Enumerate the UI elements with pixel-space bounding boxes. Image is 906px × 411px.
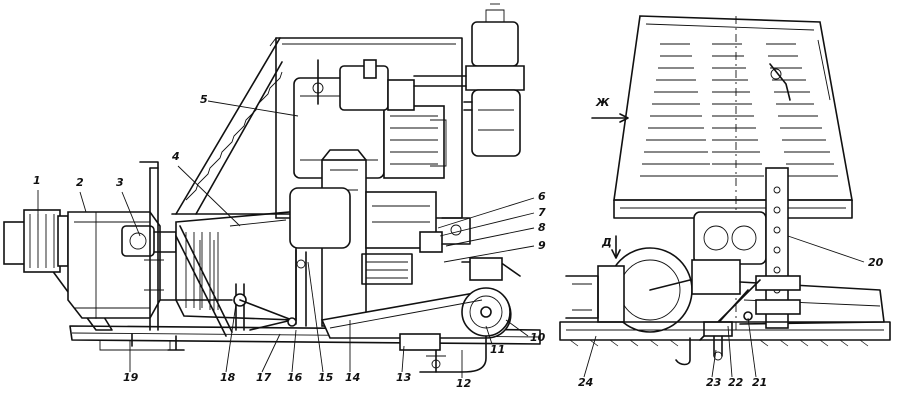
side-view — [3, 3, 541, 373]
inclined-screen — [175, 37, 283, 215]
callout-22: 22 — [727, 325, 744, 389]
callout-leader-line — [439, 212, 535, 237]
callout-4: 4 — [171, 150, 241, 227]
callout-number: 21 — [752, 376, 767, 389]
callout-18: 18 — [220, 303, 237, 384]
callout-number: 1 — [33, 174, 41, 187]
callout-14: 14 — [345, 320, 360, 384]
callout-number: 3 — [116, 176, 124, 189]
callout-leader-line — [121, 191, 141, 237]
callout-leader-line — [727, 325, 733, 378]
callout-16: 16 — [287, 329, 303, 384]
front-view: Ж Д — [559, 15, 891, 366]
callout-leader-line — [747, 317, 757, 378]
central-block — [289, 149, 471, 327]
callout-8: 8 — [445, 221, 546, 247]
callout-leader-line — [787, 235, 865, 263]
callout-number: 11 — [490, 343, 505, 356]
callout-number: 14 — [345, 371, 360, 384]
direction-arrows: Ж Д — [591, 96, 629, 259]
callout-leader-line — [291, 329, 297, 373]
callout-leader-line — [79, 191, 87, 213]
callout-number: 8 — [538, 221, 546, 234]
coupling — [121, 225, 177, 257]
callout-leader-line — [711, 349, 717, 378]
belt-drive — [320, 257, 521, 351]
callout-number: 22 — [728, 376, 744, 389]
callout-20: 20 — [787, 235, 884, 269]
callout-leader-line — [485, 325, 493, 345]
view-direction-d-label: Д — [601, 236, 612, 249]
callout-number: 24 — [578, 376, 593, 389]
callout-leader-line — [437, 197, 535, 229]
callout-1: 1 — [33, 174, 41, 230]
view-direction-zh-label: Ж — [595, 96, 610, 109]
callout-number: 10 — [530, 331, 546, 344]
callout-23: 23 — [706, 349, 722, 389]
cooling-hood — [613, 15, 853, 330]
front-lower-assembly — [565, 211, 885, 333]
callout-5: 5 — [200, 93, 299, 117]
callout-number: 17 — [256, 371, 272, 384]
callout-number: 9 — [538, 239, 546, 252]
callout-3: 3 — [116, 176, 141, 237]
callout-leader-line — [443, 245, 535, 263]
callout-leader-line — [307, 261, 324, 373]
callout-number: 23 — [706, 376, 722, 389]
callout-12: 12 — [456, 350, 472, 390]
callout-leader-line — [207, 100, 299, 117]
callout-number: 12 — [456, 377, 472, 390]
vertical-pipe — [139, 161, 164, 331]
callout-number: 15 — [318, 371, 334, 384]
callout-number: 5 — [200, 93, 208, 106]
callout-7: 7 — [439, 206, 546, 237]
mounting-bracket — [755, 167, 801, 329]
callout-number: 2 — [76, 176, 84, 189]
callout-15: 15 — [307, 261, 334, 384]
callout-13: 13 — [396, 345, 412, 384]
callout-2: 2 — [76, 176, 87, 213]
callout-number: 4 — [171, 150, 180, 163]
callout-24: 24 — [578, 335, 597, 389]
control-linkage — [159, 225, 297, 351]
callout-number: 18 — [220, 371, 236, 384]
callout-number: 16 — [287, 371, 303, 384]
callout-number: 20 — [868, 256, 884, 269]
callout-leader-line — [401, 345, 405, 373]
callout-number: 13 — [396, 371, 412, 384]
callout-19: 19 — [123, 340, 139, 384]
callout-number: 7 — [538, 206, 546, 219]
callout-9: 9 — [443, 239, 546, 263]
callout-leader-line — [261, 333, 281, 373]
callout-10: 10 — [505, 319, 546, 344]
callout-leader-line — [505, 319, 529, 337]
callout-leader-line — [445, 227, 535, 247]
pump-unit — [3, 209, 69, 273]
callout-6: 6 — [437, 190, 546, 229]
callout-leader-line — [177, 165, 241, 227]
callout-11: 11 — [485, 325, 505, 356]
callout-21: 21 — [747, 317, 767, 389]
callout-leader-line — [225, 303, 237, 373]
engine-body — [293, 59, 447, 179]
callout-number: 6 — [538, 190, 546, 203]
callout-number: 19 — [123, 371, 139, 384]
callout-17: 17 — [256, 333, 281, 384]
callout-leader-line — [583, 335, 597, 378]
air-filter — [413, 3, 525, 157]
